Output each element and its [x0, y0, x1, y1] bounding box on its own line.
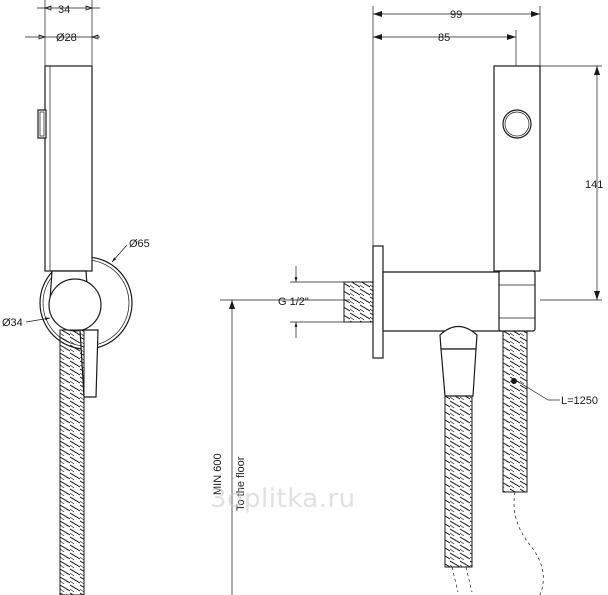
handshower-side	[493, 65, 541, 272]
watermark: 3dplitka.ru	[210, 484, 356, 514]
hose-handset	[502, 330, 528, 493]
side-view: 99 85 141 G 1/2"	[278, 6, 603, 595]
hose-length-label: L=1250	[561, 395, 598, 407]
min-height-label: MIN 600	[212, 453, 224, 495]
diameter-65-label: Ø65	[129, 238, 150, 250]
diameter-34-label: Ø34	[2, 317, 23, 329]
thread-label: G 1/2"	[278, 296, 309, 308]
depth-85-label: 85	[438, 32, 450, 44]
outlet-circle	[48, 278, 102, 332]
holder-arm	[382, 271, 501, 332]
to-floor-label: To the floor	[235, 456, 247, 511]
min-height-dimension: MIN 600 To the floor	[212, 299, 350, 595]
front-view: 34 Ø28 Ø65 Ø34	[2, 0, 150, 595]
hose-connector-side	[440, 348, 477, 397]
depth-99-label: 99	[450, 9, 462, 21]
height-141-label: 141	[585, 179, 603, 191]
spray-head-circle	[502, 109, 532, 139]
hose-side	[444, 395, 473, 568]
side-button	[37, 109, 47, 139]
wall-plate	[372, 245, 384, 359]
diameter-28-label: Ø28	[56, 32, 77, 44]
width-34-label: 34	[58, 4, 70, 16]
thread-connector	[343, 281, 374, 323]
handshower-body	[44, 65, 93, 272]
hose-front	[59, 329, 85, 595]
